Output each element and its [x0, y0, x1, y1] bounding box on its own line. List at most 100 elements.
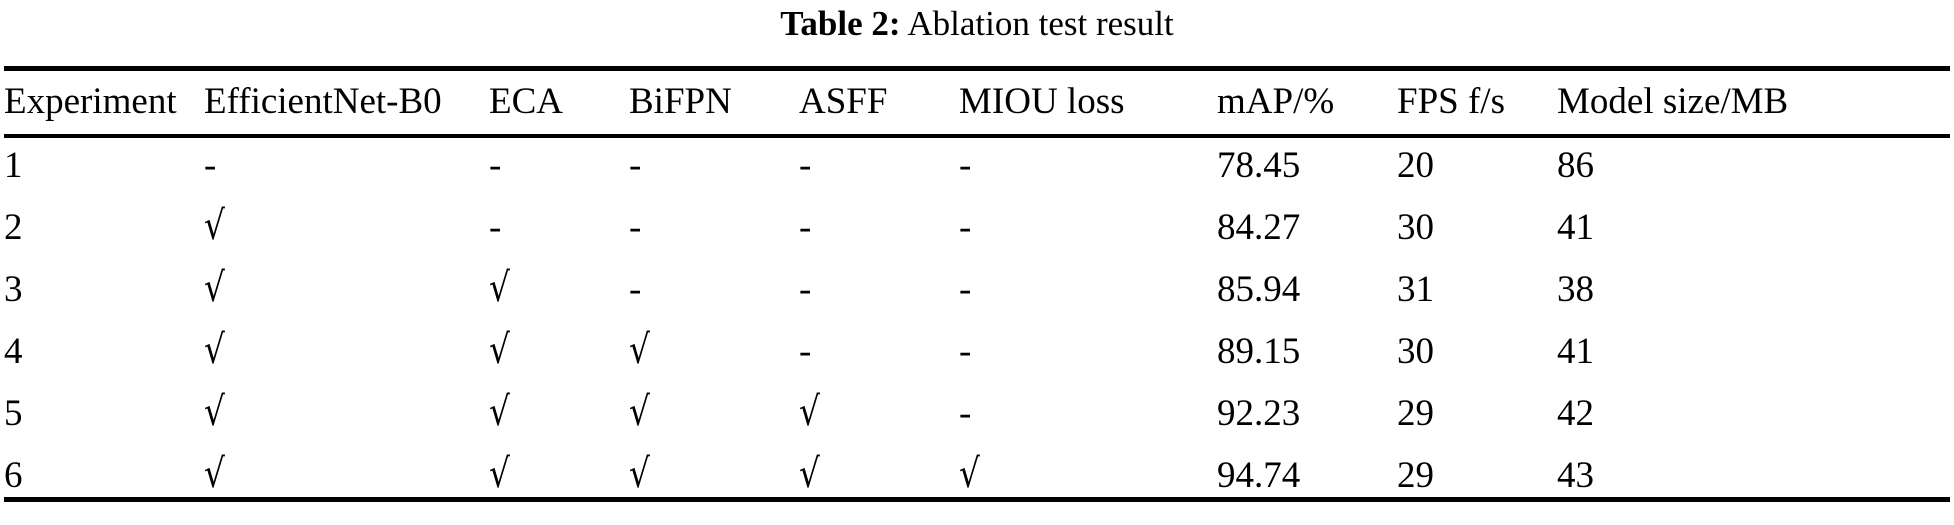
dash-mark: -	[959, 331, 972, 372]
cell-eca: √	[489, 258, 629, 320]
check-mark: √	[629, 451, 650, 497]
column-header-miou-loss: MIOU loss	[959, 81, 1125, 122]
cell-asff: -	[799, 134, 959, 196]
cell-efficientnet: -	[204, 134, 489, 196]
caption-label: Table 2:	[780, 4, 901, 43]
cell-miou-loss: -	[959, 134, 1217, 196]
table-row: 6 √ √ √ √ √ 94.74 29 43	[4, 444, 1950, 506]
cell-bifpn: √	[629, 382, 799, 444]
cell-map: 89.15	[1217, 331, 1301, 372]
cell-map: 84.27	[1217, 207, 1301, 248]
dash-mark: -	[799, 207, 812, 248]
cell-map: 85.94	[1217, 269, 1301, 310]
caption-text: Ablation test result	[907, 4, 1174, 43]
check-mark: √	[204, 327, 225, 373]
cell-model-size: 41	[1557, 207, 1594, 248]
cell-map: 92.23	[1217, 393, 1301, 434]
column-header-experiment: Experiment	[4, 81, 177, 122]
check-mark: √	[204, 265, 225, 311]
cell-fps: 20	[1397, 145, 1434, 186]
column-header-map: mAP/%	[1217, 81, 1335, 122]
cell-asff: -	[799, 196, 959, 258]
column-header-asff: ASFF	[799, 81, 888, 122]
check-mark: √	[799, 389, 820, 435]
cell-bifpn: -	[629, 134, 799, 196]
cell-experiment: 5	[4, 393, 23, 434]
cell-eca: -	[489, 134, 629, 196]
cell-bifpn: √	[629, 444, 799, 506]
cell-experiment: 4	[4, 331, 23, 372]
cell-experiment: 6	[4, 455, 23, 496]
check-mark: √	[489, 389, 510, 435]
column-header-efficientnet: EfficientNet-B0	[204, 81, 442, 122]
cell-bifpn: -	[629, 196, 799, 258]
check-mark: √	[629, 327, 650, 373]
cell-eca: √	[489, 320, 629, 382]
cell-miou-loss: -	[959, 320, 1217, 382]
table-bottom-rule	[4, 497, 1950, 502]
cell-model-size: 86	[1557, 145, 1594, 186]
table-row: 3 √ √ - - - 85.94 31 38	[4, 258, 1950, 320]
cell-experiment: 2	[4, 207, 23, 248]
dash-mark: -	[959, 145, 972, 186]
cell-experiment: 1	[4, 145, 23, 186]
cell-experiment: 3	[4, 269, 23, 310]
table-header-row: Experiment EfficientNet-B0 ECA BiFPN ASF…	[4, 72, 1950, 134]
cell-eca: -	[489, 196, 629, 258]
cell-efficientnet: √	[204, 258, 489, 320]
cell-model-size: 41	[1557, 331, 1594, 372]
column-header-bifpn: BiFPN	[629, 81, 732, 122]
dash-mark: -	[959, 393, 972, 434]
check-mark: √	[489, 327, 510, 373]
table-row: 5 √ √ √ √ - 92.23 29 42	[4, 382, 1950, 444]
dash-mark: -	[629, 207, 642, 248]
cell-bifpn: √	[629, 320, 799, 382]
cell-bifpn: -	[629, 258, 799, 320]
dash-mark: -	[489, 145, 502, 186]
dash-mark: -	[799, 331, 812, 372]
table-top-rule	[4, 66, 1950, 71]
cell-fps: 30	[1397, 331, 1434, 372]
cell-miou-loss: √	[959, 444, 1217, 506]
dash-mark: -	[799, 269, 812, 310]
check-mark: √	[959, 451, 980, 497]
cell-fps: 31	[1397, 269, 1434, 310]
cell-efficientnet: √	[204, 382, 489, 444]
dash-mark: -	[204, 145, 217, 186]
cell-asff: -	[799, 320, 959, 382]
table-caption: Table 2: Ablation test result	[0, 2, 1954, 46]
dash-mark: -	[959, 269, 972, 310]
table-row: 2 √ - - - - 84.27 30 41	[4, 196, 1950, 258]
check-mark: √	[799, 451, 820, 497]
cell-efficientnet: √	[204, 320, 489, 382]
ablation-results-table: Experiment EfficientNet-B0 ECA BiFPN ASF…	[4, 72, 1950, 506]
check-mark: √	[489, 265, 510, 311]
column-header-model-size: Model size/MB	[1557, 81, 1789, 122]
table-row: 4 √ √ √ - - 89.15 30 41	[4, 320, 1950, 382]
dash-mark: -	[959, 207, 972, 248]
check-mark: √	[629, 389, 650, 435]
check-mark: √	[204, 203, 225, 249]
cell-eca: √	[489, 444, 629, 506]
cell-miou-loss: -	[959, 196, 1217, 258]
cell-efficientnet: √	[204, 196, 489, 258]
column-header-fps: FPS f/s	[1397, 81, 1505, 122]
cell-map: 78.45	[1217, 145, 1301, 186]
check-mark: √	[204, 389, 225, 435]
cell-fps: 29	[1397, 455, 1434, 496]
check-mark: √	[204, 451, 225, 497]
cell-fps: 29	[1397, 393, 1434, 434]
cell-miou-loss: -	[959, 258, 1217, 320]
column-header-eca: ECA	[489, 81, 563, 122]
table-body: 1 - - - - - 78.45 20 86 2 √ - - - - 84.2…	[4, 134, 1950, 506]
cell-asff: √	[799, 382, 959, 444]
cell-model-size: 38	[1557, 269, 1594, 310]
table-row: 1 - - - - - 78.45 20 86	[4, 134, 1950, 196]
cell-miou-loss: -	[959, 382, 1217, 444]
cell-map: 94.74	[1217, 455, 1301, 496]
cell-model-size: 43	[1557, 455, 1594, 496]
dash-mark: -	[799, 145, 812, 186]
cell-eca: √	[489, 382, 629, 444]
cell-efficientnet: √	[204, 444, 489, 506]
